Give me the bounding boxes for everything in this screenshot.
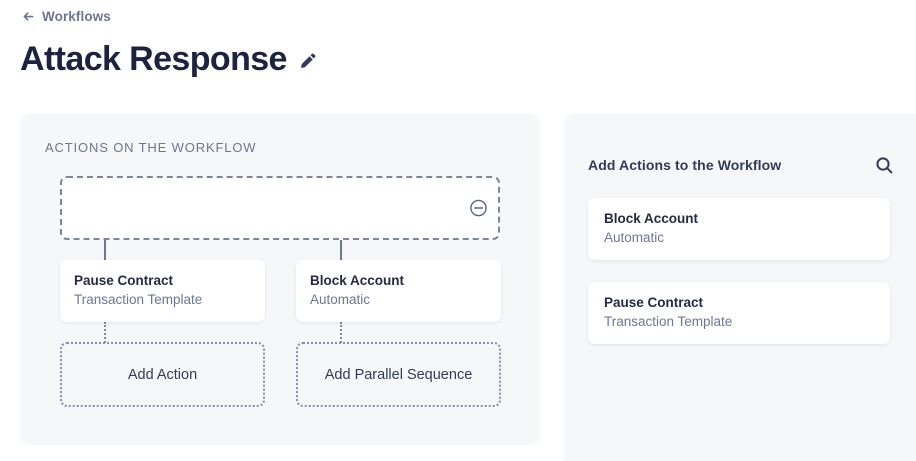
connector-card-2-to-add bbox=[340, 322, 342, 343]
library-card-title: Pause Contract bbox=[604, 295, 704, 310]
flow-card-title: Block Account bbox=[310, 273, 405, 288]
section-label: ACTIONS ON THE WORKFLOW bbox=[45, 140, 257, 155]
library-card-title: Block Account bbox=[604, 211, 699, 226]
library-card-pause-contract[interactable]: Pause Contract Transaction Template bbox=[588, 282, 890, 344]
library-card-subtitle: Transaction Template bbox=[604, 314, 733, 329]
minus-circle-icon[interactable] bbox=[469, 199, 488, 218]
flow-card-subtitle: Automatic bbox=[310, 292, 371, 307]
add-parallel-sequence-label: Add Parallel Sequence bbox=[324, 366, 473, 383]
add-actions-header: Add Actions to the Workflow bbox=[588, 155, 894, 175]
arrow-left-icon bbox=[22, 10, 35, 23]
flow-card-pause-contract[interactable]: Pause Contract Transaction Template bbox=[60, 260, 265, 322]
add-action-label: Add Action bbox=[127, 366, 198, 383]
breadcrumb-back-workflows[interactable]: Workflows bbox=[22, 9, 111, 24]
title-row: Attack Response bbox=[20, 38, 317, 80]
trigger-dropzone[interactable] bbox=[60, 176, 500, 240]
flow-card-subtitle: Transaction Template bbox=[74, 292, 203, 307]
search-icon[interactable] bbox=[874, 155, 894, 175]
flow-card-block-account[interactable]: Block Account Automatic bbox=[296, 260, 501, 322]
actions-on-workflow-panel: ACTIONS ON THE WORKFLOW Pause Contract T… bbox=[20, 114, 540, 445]
connector-trigger-to-card-2 bbox=[340, 240, 342, 273]
add-parallel-sequence-button[interactable]: Add Parallel Sequence bbox=[296, 342, 501, 407]
flow-card-title: Pause Contract bbox=[74, 273, 174, 288]
library-card-subtitle: Automatic bbox=[604, 230, 665, 245]
add-actions-title: Add Actions to the Workflow bbox=[588, 157, 782, 173]
pencil-icon[interactable] bbox=[298, 52, 317, 71]
connector-card-1-to-add bbox=[104, 322, 106, 343]
library-card-block-account[interactable]: Block Account Automatic bbox=[588, 198, 890, 260]
page-title: Attack Response bbox=[20, 40, 287, 78]
add-action-button[interactable]: Add Action bbox=[60, 342, 265, 407]
breadcrumb-label: Workflows bbox=[42, 9, 111, 24]
add-actions-panel: Add Actions to the Workflow Block Accoun… bbox=[564, 114, 916, 461]
connector-trigger-to-card-1 bbox=[104, 240, 106, 273]
workflow-flow-canvas: Pause Contract Transaction Template Bloc… bbox=[20, 114, 540, 445]
